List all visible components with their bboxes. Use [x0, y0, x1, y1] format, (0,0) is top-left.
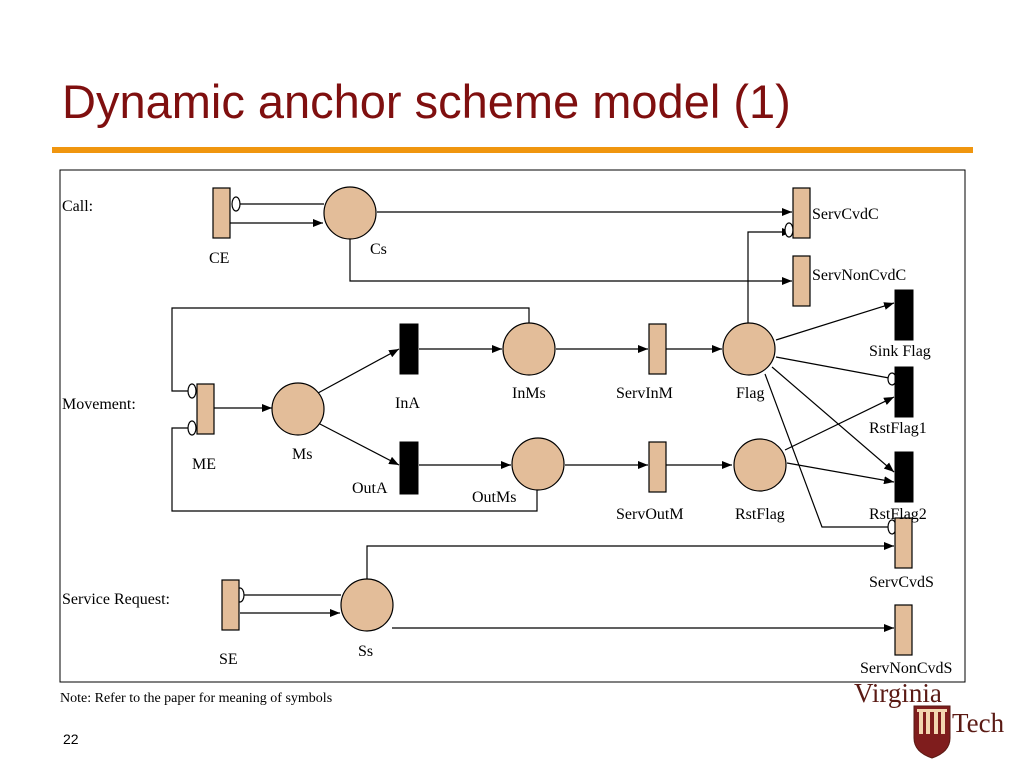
- label-outms: OutMs: [472, 489, 516, 506]
- arc-flag-servcvdc: [747, 228, 792, 324]
- transition-me: [196, 383, 215, 435]
- arcs: [171, 203, 895, 632]
- logo-word-tech: Tech: [952, 708, 1005, 738]
- inhibitor-ce: [231, 196, 241, 212]
- transition-servcvdc: [792, 187, 811, 239]
- label-outa: OutA: [352, 480, 388, 497]
- arc-rstflag-rstflag1: [784, 396, 895, 451]
- arc-ms-outa: [317, 422, 400, 466]
- label-ce: CE: [209, 250, 229, 267]
- label-rstflag: RstFlag: [735, 506, 785, 523]
- transition-outa: [399, 441, 419, 495]
- arc-cs-servnoncvdc: [349, 239, 792, 285]
- transition-ina: [399, 323, 419, 375]
- arc-flag-rstflag1-inhibit: [775, 356, 890, 379]
- label-rstflag1: RstFlag1: [869, 420, 927, 437]
- inhibitor-servcvdc: [784, 222, 794, 238]
- place-inms: [502, 322, 556, 376]
- transition-servcvds: [894, 517, 913, 569]
- section-label-call: Call:: [62, 198, 93, 215]
- label-flag: Flag: [736, 385, 764, 402]
- place-cs: [323, 186, 377, 240]
- label-ms: Ms: [292, 446, 312, 463]
- arc-ms-ina: [317, 348, 400, 394]
- label-inms: InMs: [512, 385, 546, 402]
- transition-sink-flag: [894, 289, 914, 341]
- arc-outms-me-inhibit: [171, 427, 538, 512]
- slide-title: Dynamic anchor scheme model (1): [62, 75, 791, 128]
- inhibitor-me-bottom: [187, 420, 197, 436]
- label-cs: Cs: [370, 241, 387, 258]
- transition-servnoncvdc: [792, 255, 811, 307]
- arc-flag-servcvds-inhibit: [764, 373, 888, 528]
- section-label-movement: Movement:: [62, 396, 136, 413]
- transition-servinm: [648, 323, 667, 375]
- label-rstflag2: RstFlag2: [869, 506, 927, 523]
- seal-icon: [913, 705, 951, 759]
- label-ina: InA: [395, 395, 420, 412]
- label-servcvds: ServCvdS: [869, 574, 934, 591]
- transition-servnoncvds: [894, 604, 913, 656]
- page-number: 22: [63, 731, 79, 747]
- transition-servoutm: [648, 441, 667, 493]
- arc-flag-rstflag2: [771, 366, 895, 473]
- place-ss: [340, 578, 394, 632]
- label-servcvdc: ServCvdC: [812, 206, 879, 223]
- title-divider: [52, 147, 973, 153]
- label-ss: Ss: [358, 643, 373, 660]
- arc-inms-me-inhibit: [171, 307, 530, 392]
- arc-rstflag-rstflag2: [786, 462, 895, 485]
- label-servnoncvds: ServNonCvdS: [860, 660, 952, 677]
- logo-word-virginia: Virginia: [854, 678, 942, 708]
- virginia-tech-logo: Virginia Tech: [852, 678, 1012, 759]
- place-outms: [511, 437, 565, 491]
- arc-ss-servcvds: [366, 542, 894, 580]
- inhibitor-me-top: [187, 383, 197, 399]
- transition-rstflag1: [894, 366, 914, 418]
- label-servinm: ServInM: [616, 385, 673, 402]
- label-se: SE: [219, 651, 238, 668]
- label-sink-flag: Sink Flag: [869, 343, 931, 360]
- transition-ce: [212, 187, 231, 239]
- footnote: Note: Refer to the paper for meaning of …: [60, 691, 333, 706]
- place-ms: [271, 382, 325, 436]
- label-servoutm: ServOutM: [616, 506, 684, 523]
- place-flag: [722, 322, 776, 376]
- label-me: ME: [192, 456, 216, 473]
- arc-flag-sinkflag: [775, 302, 895, 341]
- place-rstflag: [733, 438, 787, 492]
- label-servnoncvdc: ServNonCvdC: [812, 267, 906, 284]
- transition-rstflag2: [894, 451, 914, 503]
- section-label-service-request: Service Request:: [62, 591, 170, 608]
- diagram-frame: [59, 169, 966, 683]
- transition-se: [221, 579, 240, 631]
